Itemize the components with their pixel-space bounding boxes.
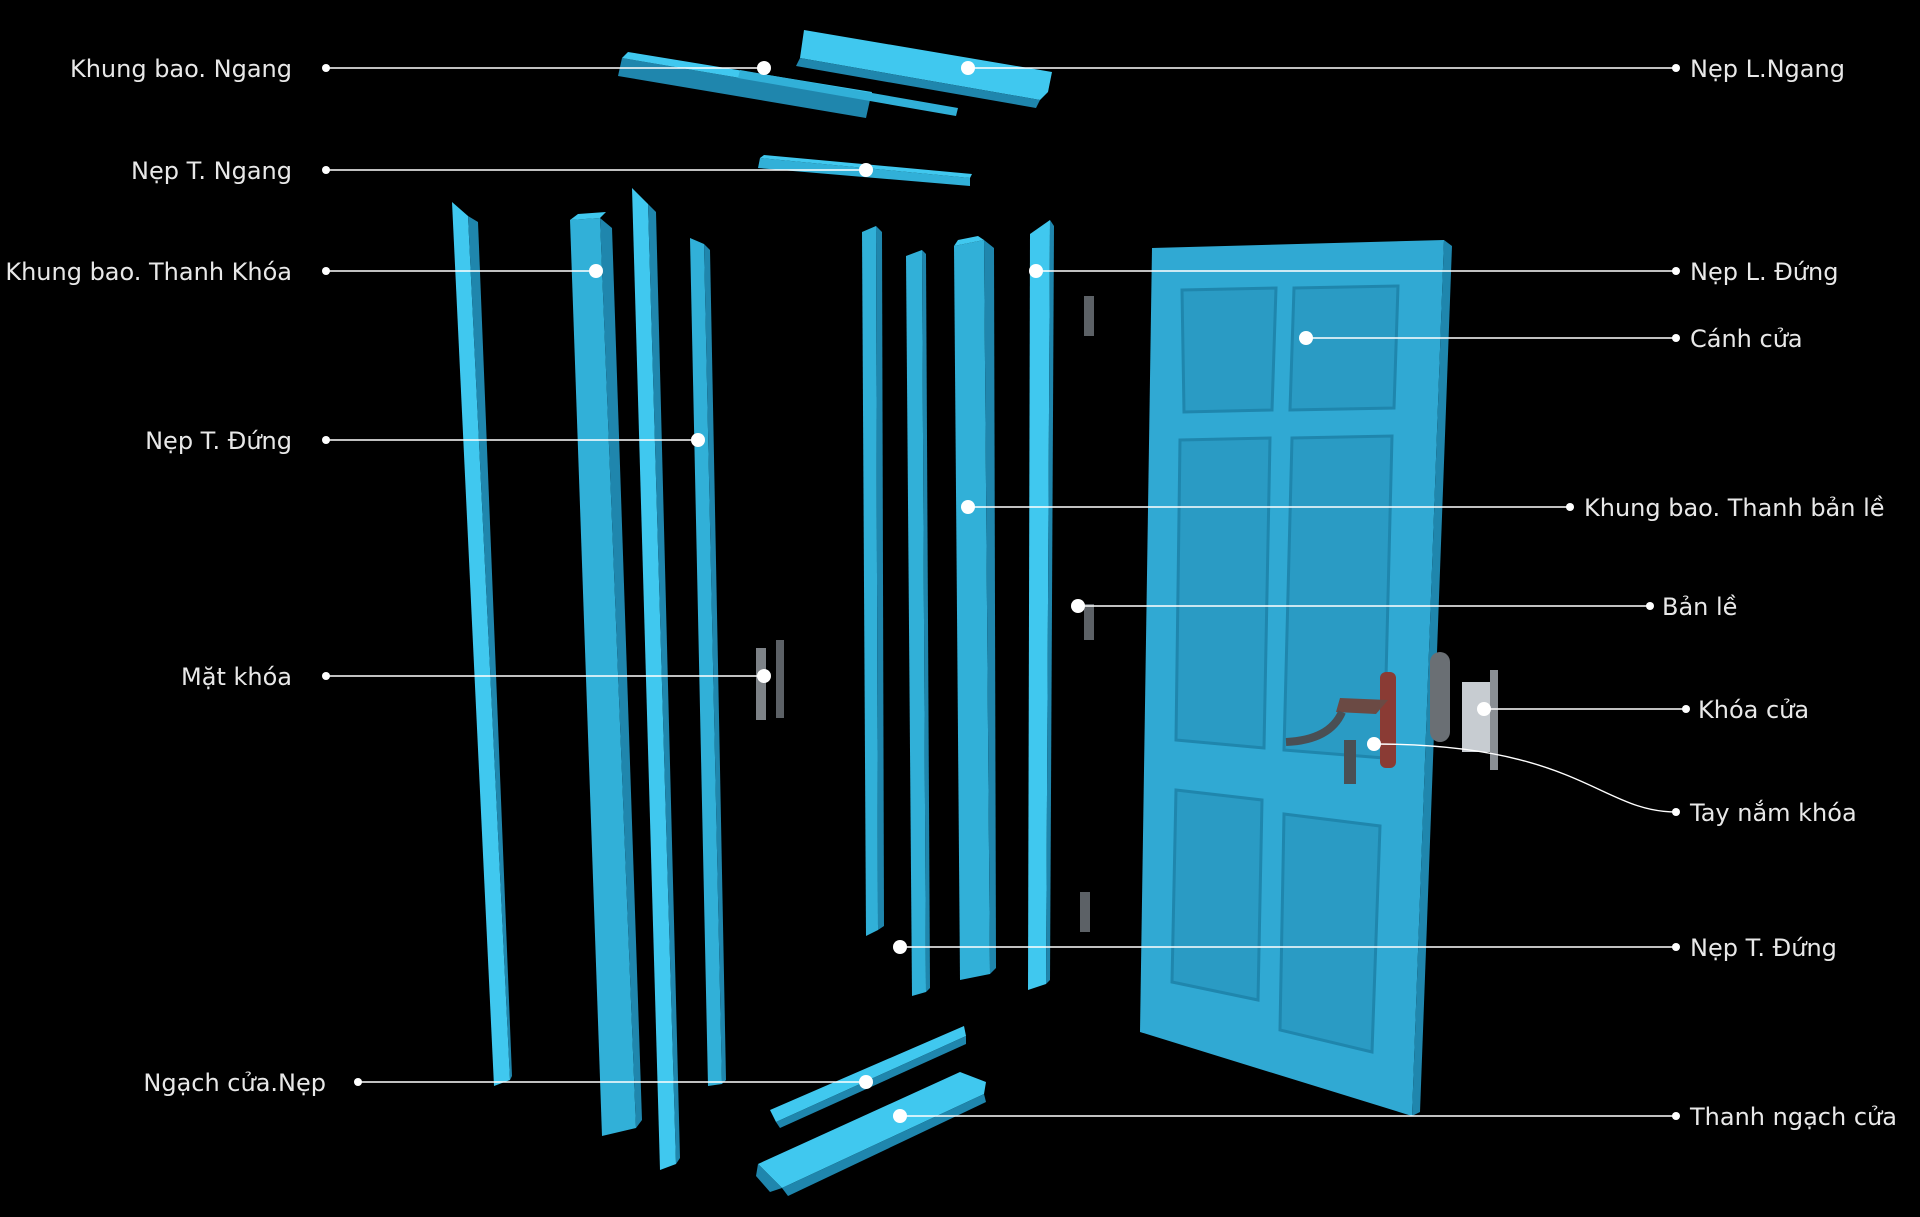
label-nep-t-ngang: Nẹp T. Ngang	[131, 157, 292, 185]
part-nep-l-ngang	[796, 30, 1052, 108]
door-panel	[1170, 788, 1264, 1002]
part-ban-le-hinges	[1080, 296, 1094, 932]
door-panel	[1278, 812, 1382, 1054]
label-mat-khoa: Mặt khóa	[181, 663, 292, 691]
part-thanh-ngach-cua	[756, 1072, 986, 1196]
label-tay-nam-khoa: Tay nắm khóa	[1689, 798, 1857, 827]
part-khung-bao-thanh-khoa	[570, 212, 642, 1136]
part-nep-l-dung	[1028, 220, 1054, 990]
part-khung-bao-ngang	[618, 52, 958, 118]
label-khoa-cua: Khóa cửa	[1698, 696, 1809, 724]
label-nep-l-dung: Nẹp L. Đứng	[1690, 258, 1838, 286]
label-nep-l-ngang: Nẹp L.Ngang	[1690, 55, 1845, 83]
label-khung-bao-thanh-ban-le: Khung bao. Thanh bản lề	[1584, 494, 1885, 522]
leader-dots	[322, 61, 1690, 1123]
part-canh-cua	[1140, 240, 1452, 1116]
label-nep-t-dung-left: Nẹp T. Đứng	[145, 427, 292, 455]
label-khung-bao-ngang: Khung bao. Ngang	[70, 55, 292, 83]
part-khoa-cua	[1430, 652, 1498, 770]
leaders	[326, 67, 1686, 1117]
part-mat-khoa	[756, 640, 784, 720]
labels-right: Nẹp L.Ngang Nẹp L. Đứng Cánh cửa Khung b…	[1584, 55, 1897, 1131]
door-panel	[1288, 284, 1400, 412]
door-panel	[1174, 436, 1272, 750]
label-nep-t-dung-right: Nẹp T. Đứng	[1690, 934, 1837, 962]
part-right-nep-t-dung	[862, 226, 884, 936]
part-left-nep-l-dung	[632, 188, 680, 1170]
door-panel	[1180, 286, 1278, 414]
part-khung-bao-thanh-ban-le	[954, 236, 996, 980]
label-ngach-cua-nep: Ngạch cửa.Nẹp	[143, 1069, 326, 1097]
part-right-strip	[906, 250, 930, 996]
label-thanh-ngach-cua: Thanh ngạch cửa	[1689, 1103, 1897, 1131]
part-nep-t-dung-left	[690, 238, 726, 1086]
labels-left: Khung bao. Ngang Nẹp T. Ngang Khung bao.…	[5, 55, 326, 1097]
part-left-outer-jamb	[452, 202, 512, 1086]
label-canh-cua: Cánh cửa	[1690, 325, 1803, 353]
label-ban-le: Bản lề	[1662, 593, 1737, 621]
label-khung-bao-thanh-khoa: Khung bao. Thanh Khóa	[5, 258, 292, 286]
